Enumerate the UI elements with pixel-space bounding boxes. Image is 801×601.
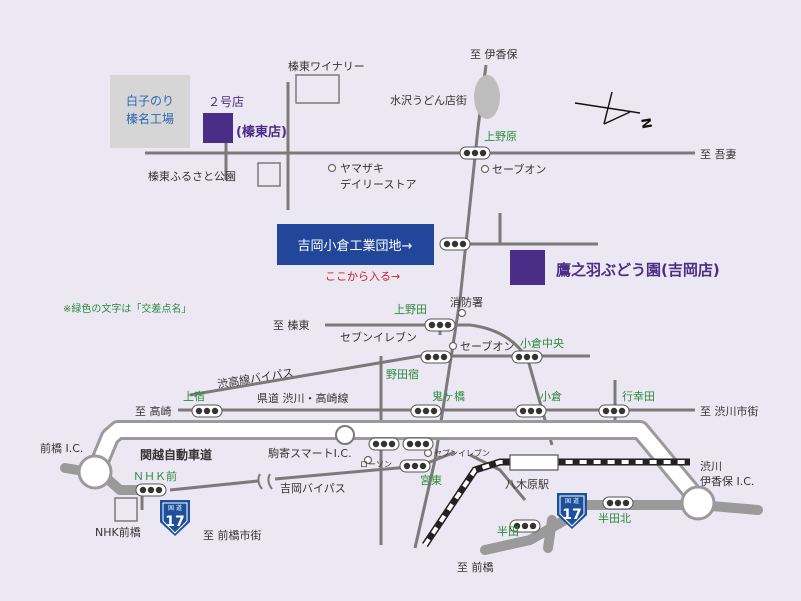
signal-kaminohara <box>459 146 491 160</box>
label-to-maebashi-shigai: 至 前橋市街 <box>203 528 262 542</box>
label-seven-eleven-a: セブンイレブン <box>340 330 417 344</box>
park-box <box>257 162 281 187</box>
label-yoshioka-bypass: 吉岡バイパス <box>280 482 346 495</box>
label-maebashi-ic: 前橋 I.C. <box>40 441 83 455</box>
label-factory-1: 白子のり <box>126 93 174 108</box>
label-to-maebashi: 至 前橋 <box>457 560 494 574</box>
intersection-kaminohara: 上野原 <box>484 130 517 143</box>
winery-box <box>295 74 340 104</box>
komagata-ic-circle <box>335 425 355 445</box>
shibukawa-ic-circle <box>680 485 716 521</box>
intersection-ogura-chuo: 小倉中央 <box>520 336 564 350</box>
lawson-dot <box>363 455 373 465</box>
signal-handa <box>509 519 541 533</box>
label-nhk-maebashi: NHK前橋 <box>95 525 141 539</box>
bypass-break <box>257 473 273 490</box>
label-to-ikaho: 至 伊香保 <box>470 47 518 61</box>
intersection-nodajuku: 野田宿 <box>386 367 419 381</box>
route17-caption-south: 国 道 <box>565 497 579 505</box>
intersection-kamijuku: 上宿 <box>183 389 205 403</box>
signal-ogura <box>515 404 547 418</box>
fire-station-dot <box>457 308 467 318</box>
route17-handa <box>543 515 557 553</box>
intersection-onigahashi: 鬼ヶ橋 <box>432 389 465 403</box>
signal-handakita <box>602 496 634 510</box>
mizusawa-marker <box>474 75 500 119</box>
intersection-nhk-mae: ＮＨＫ前 <box>133 469 177 483</box>
shop-dots <box>327 163 490 465</box>
store2-marker <box>203 113 233 143</box>
label-to-agatsuma: 至 吾妻 <box>700 148 737 161</box>
expressway <box>77 420 716 521</box>
signal-komagata-west <box>368 437 400 451</box>
signal-komagata-east <box>402 437 434 451</box>
label-enter-here: ここから入る→ <box>325 270 400 283</box>
label-seiyon-a: セーブオン <box>492 162 546 176</box>
nhk-box <box>114 497 138 522</box>
label-komagata-ic: 駒寄スマートI.C. <box>268 446 352 460</box>
signal-industrial <box>439 237 471 251</box>
label-kanetsu: 関越自動車道 <box>140 447 212 462</box>
intersection-ogura: 小倉 <box>540 389 562 403</box>
signal-ogura-chuo <box>511 350 543 364</box>
intersection-kokoden: 行幸田 <box>622 390 655 403</box>
intersection-handa: 半田 <box>497 524 519 538</box>
railway-dashes <box>423 460 690 547</box>
label-shibukawa-ic-2: 伊香保 I.C. <box>700 474 754 488</box>
label-fire-station: 消防署 <box>450 295 483 309</box>
label-seiyon-b: セーブオン <box>460 339 514 353</box>
label-note: ※緑色の文字は「交差点名」 <box>63 302 191 315</box>
intersection-kaminoda: 上野田 <box>394 303 427 316</box>
signal-kokoden <box>598 404 630 418</box>
factory-box <box>110 75 190 148</box>
signal-nodajuku <box>420 350 452 364</box>
label-prefectural-road: 県道 渋川・高崎線 <box>257 391 349 405</box>
label-yagihara-station: 八木原駅 <box>505 478 549 491</box>
label-winery: 榛東ワイナリー <box>288 60 365 73</box>
maebashi-ic-circle <box>77 454 113 490</box>
north-arrow <box>574 91 641 125</box>
label-industrial-park: 吉岡小倉工業団地→ <box>298 238 413 254</box>
main-store-marker <box>510 250 545 285</box>
railway <box>422 454 690 547</box>
label-mizusawa: 水沢うどん店街 <box>390 93 467 107</box>
label-main-store: 鷹之羽ぶどう園(吉岡店) <box>556 261 720 279</box>
label-shibukawa-ic-1: 渋川 <box>700 460 722 473</box>
signal-kamijuku <box>191 404 223 418</box>
yamazaki-dot <box>327 163 337 173</box>
signal-nhk-mae <box>135 483 167 497</box>
seven-eleven-b-dot <box>423 448 433 458</box>
map-labels: 至 伊香保 至 吾妻 至 榛東 至 高崎 至 渋川市街 至 前橋市街 至 前橋 … <box>40 47 759 574</box>
route17-caption-west: 国 道 <box>168 504 182 512</box>
seiyon-a-dot <box>480 164 490 174</box>
label-yamazaki-2: デイリーストア <box>340 177 416 191</box>
industrial-park-banner <box>277 224 434 265</box>
label-store2-branch: (榛東店) <box>236 124 287 140</box>
seiyon-b-dot <box>448 341 458 351</box>
road-miyahigashi <box>469 453 527 501</box>
label-lawson: ローソン <box>360 460 392 469</box>
intersection-miyahigashi: 宮東 <box>420 473 442 487</box>
label-seven-eleven-b: セブンイレブン <box>434 448 490 458</box>
intersection-handakita: 半田北 <box>598 511 631 525</box>
route17-shield-west: 国 道 17 <box>160 500 190 536</box>
signal-miyahigashi <box>399 459 431 473</box>
label-store2-name: ２号店 <box>208 95 244 109</box>
route17-shield-south: 国 道 17 <box>557 493 587 529</box>
label-to-shibukawa-shigai: 至 渋川市街 <box>700 404 759 418</box>
label-factory-2: 榛名工場 <box>126 111 174 126</box>
signal-onigahashi <box>410 404 442 418</box>
route17-number-south: 17 <box>562 507 581 523</box>
intersection-labels: 上野原 上野田 野田宿 小倉中央 上宿 鬼ヶ橋 小倉 行幸田 ＮＨＫ前 宮東 半… <box>133 130 655 538</box>
label-yamazaki-1: ヤマザキ <box>340 162 384 175</box>
label-to-takasaki: 至 高崎 <box>135 404 172 418</box>
yagihara-station-box <box>509 454 559 471</box>
north-mark: N <box>637 117 654 130</box>
route17-number-west: 17 <box>165 514 184 530</box>
label-furusato-park: 榛東ふるさと公園 <box>148 170 236 183</box>
label-to-haruna: 至 榛東 <box>273 319 310 332</box>
signal-kaminoda <box>424 318 456 332</box>
